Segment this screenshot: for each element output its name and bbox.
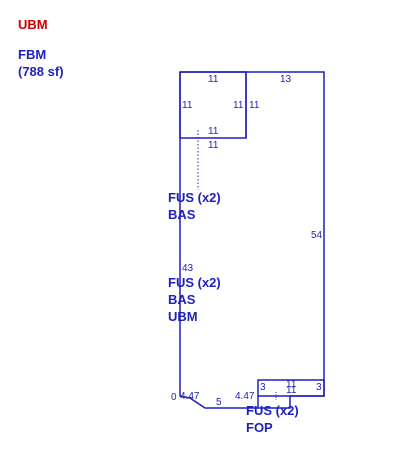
- dim-inner-bottom-a: 11: [208, 126, 219, 137]
- dim-inner-bottom-b: 11: [208, 140, 219, 151]
- dim-bottom-left: 4.47: [180, 391, 200, 402]
- area-label-middle-line2: BAS: [168, 292, 196, 307]
- dim-top-right: 13: [280, 74, 292, 85]
- dim-inner-right-b: 11: [249, 100, 260, 111]
- legend-fbm: FBM: [18, 47, 47, 62]
- legend-fbm-area: (788 sf): [18, 64, 64, 79]
- dim-bottom-zero: 0: [171, 392, 177, 403]
- dim-porch-bottom: 11: [286, 385, 297, 396]
- dim-top-left: 11: [208, 74, 219, 85]
- dim-porch-right: 3: [316, 382, 322, 393]
- area-label-porch-line1: FUS (x2): [246, 403, 299, 418]
- area-label-upper-line1: FUS (x2): [168, 190, 221, 205]
- area-label-middle-line1: FUS (x2): [168, 275, 221, 290]
- dim-porch-top: 11: [286, 379, 297, 390]
- dim-porch-left: 3: [260, 382, 266, 393]
- area-label-porch-line2: FOP: [246, 420, 273, 435]
- dim-right-side: 54: [311, 230, 323, 241]
- porch-outline: [257, 379, 325, 397]
- dim-inner-right-a: 11: [233, 100, 244, 111]
- building-outline: [179, 71, 325, 409]
- dim-bottom-right: 4.47: [235, 391, 255, 402]
- dim-bottom-mid: 5: [216, 397, 222, 408]
- dim-inner-left: 11: [182, 100, 193, 111]
- dim-left-side: 43: [182, 263, 194, 274]
- area-label-upper-line2: BAS: [168, 207, 196, 222]
- plan-outline: [179, 71, 325, 409]
- legend-ubm: UBM: [18, 17, 48, 32]
- dimension-labels: 11 13 11 11 11 11 11 54 43 3 11 11 3 0 4…: [171, 74, 323, 408]
- area-label-middle-line3: UBM: [168, 309, 198, 324]
